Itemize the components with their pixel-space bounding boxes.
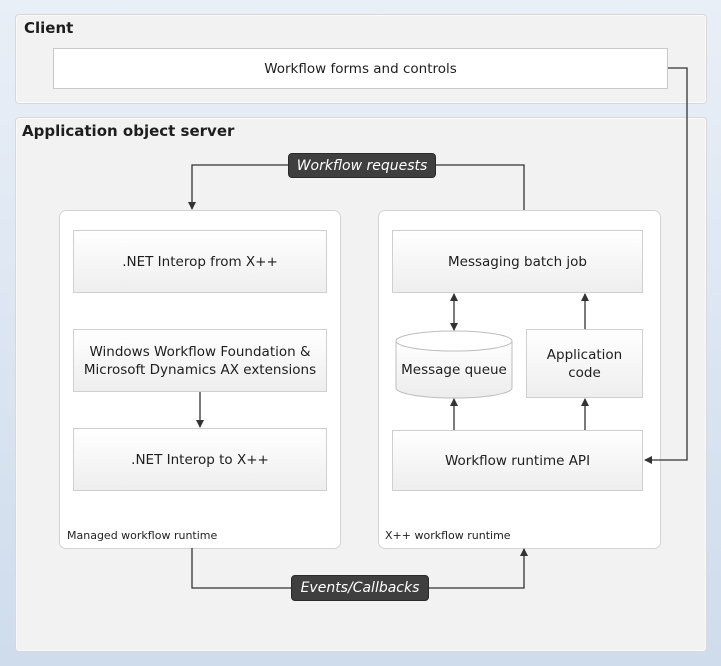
app-code-line-2: code xyxy=(568,364,601,381)
application-code-box: Application code xyxy=(526,329,643,398)
wwf-line-2: Microsoft Dynamics AX extensions xyxy=(83,361,317,378)
message-queue-label: Message queue xyxy=(401,362,507,378)
managed-runtime-label: Managed workflow runtime xyxy=(67,529,218,542)
workflow-runtime-api-box: Workflow runtime API xyxy=(392,430,643,491)
connector-forms-to-runtime-api xyxy=(644,67,688,464)
workflow-requests-tag: Workflow requests xyxy=(288,153,436,178)
message-queue-cylinder xyxy=(395,330,513,399)
net-interop-to-box: .NET Interop to X++ xyxy=(73,428,327,491)
messaging-batch-job-box: Messaging batch job xyxy=(392,230,643,293)
wwf-line-1: Windows Workflow Foundation & xyxy=(89,343,311,360)
net-interop-from-box: .NET Interop from X++ xyxy=(73,230,327,293)
client-title: Client xyxy=(24,19,74,37)
xpp-runtime-label: X++ workflow runtime xyxy=(385,529,511,542)
aos-title: Application object server xyxy=(22,122,235,140)
wwf-extensions-box: Windows Workflow Foundation & Microsoft … xyxy=(73,329,327,392)
events-callbacks-tag: Events/Callbacks xyxy=(291,575,429,601)
app-code-line-1: Application xyxy=(546,346,623,363)
workflow-forms-box: Workflow forms and controls xyxy=(53,48,668,89)
